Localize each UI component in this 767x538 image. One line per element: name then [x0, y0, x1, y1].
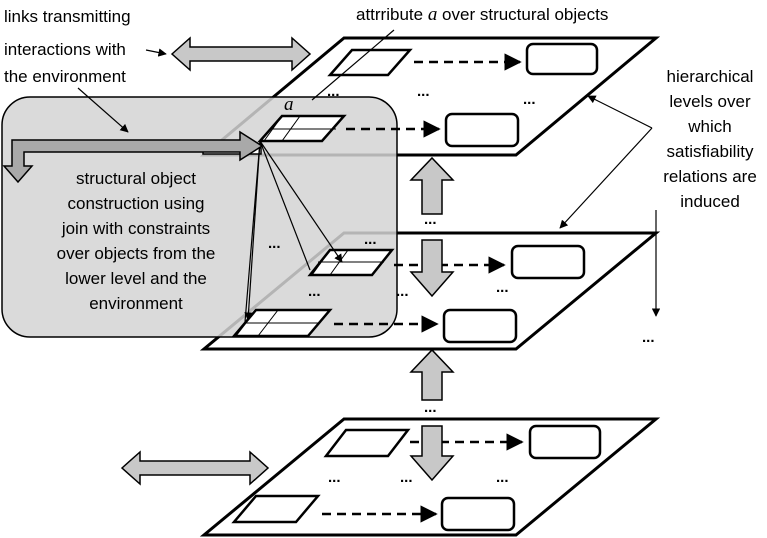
svg-text:...: ... — [496, 279, 509, 296]
env-double-arrow-bottom — [120, 450, 270, 486]
svg-text:relations are: relations are — [663, 167, 757, 186]
object-mid-4 — [442, 308, 518, 344]
svg-text:...: ... — [327, 83, 340, 100]
svg-text:...: ... — [396, 283, 409, 300]
svg-text:...: ... — [308, 283, 321, 300]
object-mid-3-inner — [234, 309, 280, 337]
object-top-3 — [444, 112, 520, 148]
construction-box — [1, 96, 398, 338]
object-top-attr-inner — [263, 115, 301, 142]
object-mid-2 — [510, 244, 586, 280]
hier-pointer-top — [587, 95, 653, 129]
object-top-2 — [525, 42, 599, 76]
svg-text:structural object: structural object — [76, 169, 196, 188]
svg-text:...: ... — [642, 329, 655, 346]
links-label-line3: the environment — [4, 67, 126, 86]
svg-text:...: ... — [268, 235, 281, 252]
svg-text:hierarchical: hierarchical — [667, 67, 754, 86]
construction-box-label: structural object construction using joi… — [57, 169, 216, 313]
svg-text:...: ... — [328, 469, 341, 486]
object-bot-2 — [528, 424, 602, 460]
l-shaped-arrow — [2, 130, 264, 184]
hier-pointer-mid — [559, 127, 653, 229]
svg-text:...: ... — [496, 469, 509, 486]
vertical-arrows — [409, 156, 455, 482]
top-label-pointer — [311, 29, 395, 101]
links-label-line1: links transmitting — [4, 7, 131, 26]
attribute-marker: a — [284, 94, 294, 115]
object-bot-1 — [323, 428, 411, 458]
links-pointer-line — [77, 87, 129, 133]
svg-text:lower level and the: lower level and the — [65, 269, 207, 288]
ellipsis-marks: ... ... ... ... ... ... ... ... ... ... … — [268, 83, 655, 486]
svg-text:join with constraints: join with constraints — [61, 219, 210, 238]
attribute-derivation-lines — [244, 140, 343, 323]
svg-text:satisfiability: satisfiability — [667, 142, 754, 161]
svg-text:...: ... — [400, 469, 413, 486]
svg-text:...: ... — [364, 231, 377, 248]
object-top-1 — [327, 48, 413, 77]
svg-text:levels over: levels over — [669, 92, 751, 111]
svg-text:...: ... — [424, 399, 437, 416]
object-bot-4 — [440, 496, 516, 532]
env-double-arrow-top — [170, 36, 312, 72]
svg-text:induced: induced — [680, 192, 740, 211]
links-pointer-line-2 — [145, 48, 167, 57]
svg-text:...: ... — [424, 211, 437, 228]
svg-text:...: ... — [523, 91, 536, 108]
object-mid-1-inner — [311, 249, 349, 276]
hierarchy-label: hierarchical levels over which satisfiab… — [663, 67, 757, 211]
svg-text:...: ... — [417, 83, 430, 100]
top-attribute-label: attrribute a over structural objects — [356, 4, 608, 25]
links-label-line2: interactions with — [4, 40, 126, 59]
svg-text:environment: environment — [89, 294, 183, 313]
svg-text:which: which — [687, 117, 731, 136]
level-plane-bottom — [199, 417, 661, 537]
svg-text:construction using: construction using — [67, 194, 204, 213]
svg-text:over objects from the: over objects from the — [57, 244, 216, 263]
object-bot-3 — [231, 494, 321, 524]
